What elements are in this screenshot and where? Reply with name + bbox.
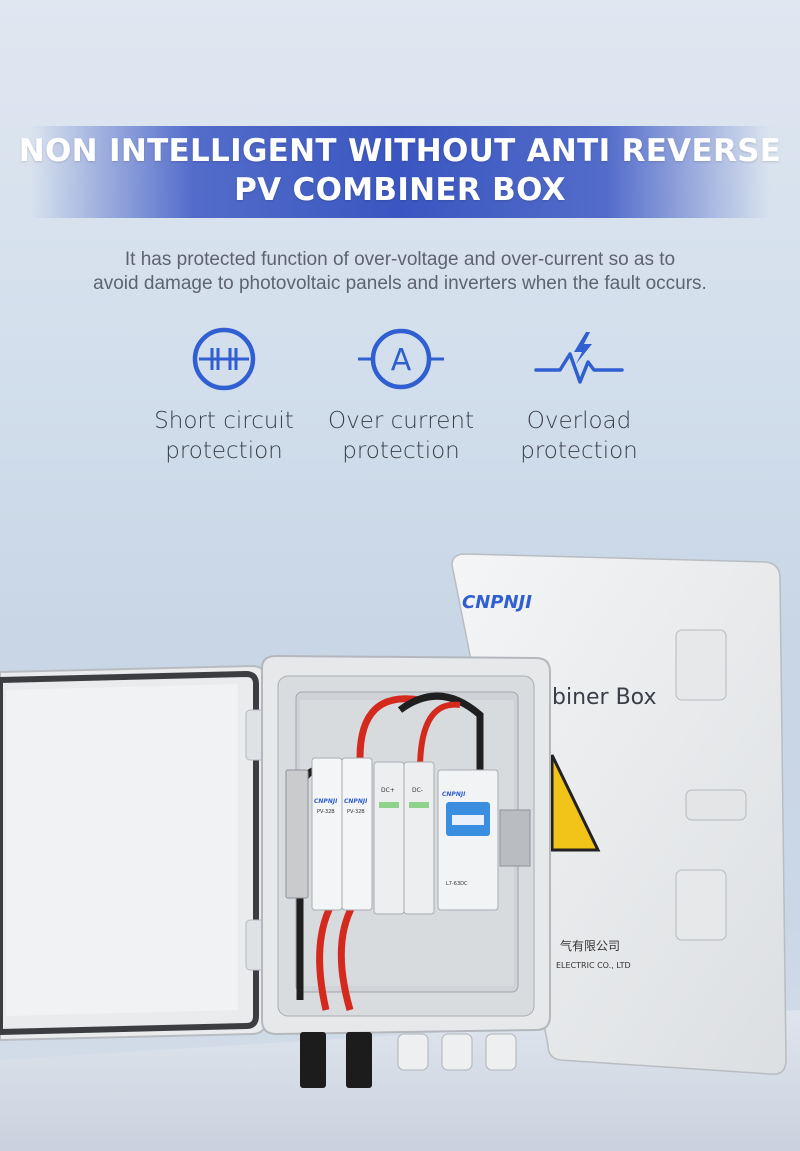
breaker-model-label: L7-63DC bbox=[446, 881, 468, 887]
open-box: CNPNJI PV-32B CNPNJI PV-32B DC+ DC- bbox=[261, 654, 551, 1036]
feature-label-line2: protection bbox=[165, 438, 283, 464]
dc-breaker: CNPNJI L7-63DC bbox=[437, 769, 499, 911]
page-title-line2: PV COMBINER BOX bbox=[234, 172, 566, 208]
connectors bbox=[300, 1032, 517, 1088]
feature-label-line2: protection bbox=[520, 438, 638, 464]
feature-label-line1: Overload bbox=[526, 408, 632, 434]
combiner-box-image: CNPNJI biner Box 气有限公司 ELECTRIC CO., LTD bbox=[0, 553, 800, 1151]
ammeter-icon: A bbox=[358, 328, 444, 390]
fuse-model-label: PV-32B bbox=[317, 809, 335, 815]
page-title-line1: NON INTELLIGENT WITHOUT ANTI REVERSE bbox=[18, 133, 782, 169]
warning-icon bbox=[550, 754, 601, 852]
surge-protector-2: DC- bbox=[403, 761, 435, 915]
fuse-holder-2: CNPNJI PV-32B bbox=[341, 757, 373, 911]
fuse-brand-label: CNPNJI bbox=[314, 798, 338, 805]
brand-logo: CNPNJI bbox=[462, 592, 532, 613]
fuse-brand-label: CNPNJI bbox=[344, 798, 368, 805]
spd-label: DC- bbox=[412, 787, 423, 794]
din-rail bbox=[499, 809, 531, 867]
description-line1: It has protected function of over-voltag… bbox=[124, 249, 676, 270]
short-circuit-icon bbox=[192, 327, 256, 391]
feature-label-line1: Short circuit bbox=[154, 408, 294, 434]
feature-overload: Overload protection bbox=[489, 326, 669, 466]
terminal-block bbox=[285, 769, 309, 899]
description-line2: avoid damage to photovoltaic panels and … bbox=[93, 273, 707, 294]
open-door bbox=[0, 664, 267, 1042]
feature-label-line2: protection bbox=[342, 438, 460, 464]
feature-short-circuit: Short circuit protection bbox=[134, 326, 314, 466]
spd-label: DC+ bbox=[381, 787, 395, 794]
fuse-model-label: PV-32B bbox=[347, 809, 365, 815]
breaker-brand-label: CNPNJI bbox=[442, 791, 466, 798]
surge-protector-1: DC+ bbox=[373, 761, 405, 915]
title-band bbox=[30, 126, 770, 218]
company-name-en: ELECTRIC CO., LTD bbox=[556, 961, 631, 970]
lid-label: biner Box bbox=[552, 685, 657, 710]
svg-text:A: A bbox=[391, 343, 412, 378]
feature-label-line1: Over current bbox=[327, 408, 474, 434]
lightning-pulse-icon bbox=[534, 332, 624, 384]
company-name-cn: 气有限公司 bbox=[560, 938, 620, 953]
feature-over-current: A Over current protection bbox=[311, 326, 491, 466]
fuse-holder-1: CNPNJI PV-32B bbox=[311, 757, 343, 911]
